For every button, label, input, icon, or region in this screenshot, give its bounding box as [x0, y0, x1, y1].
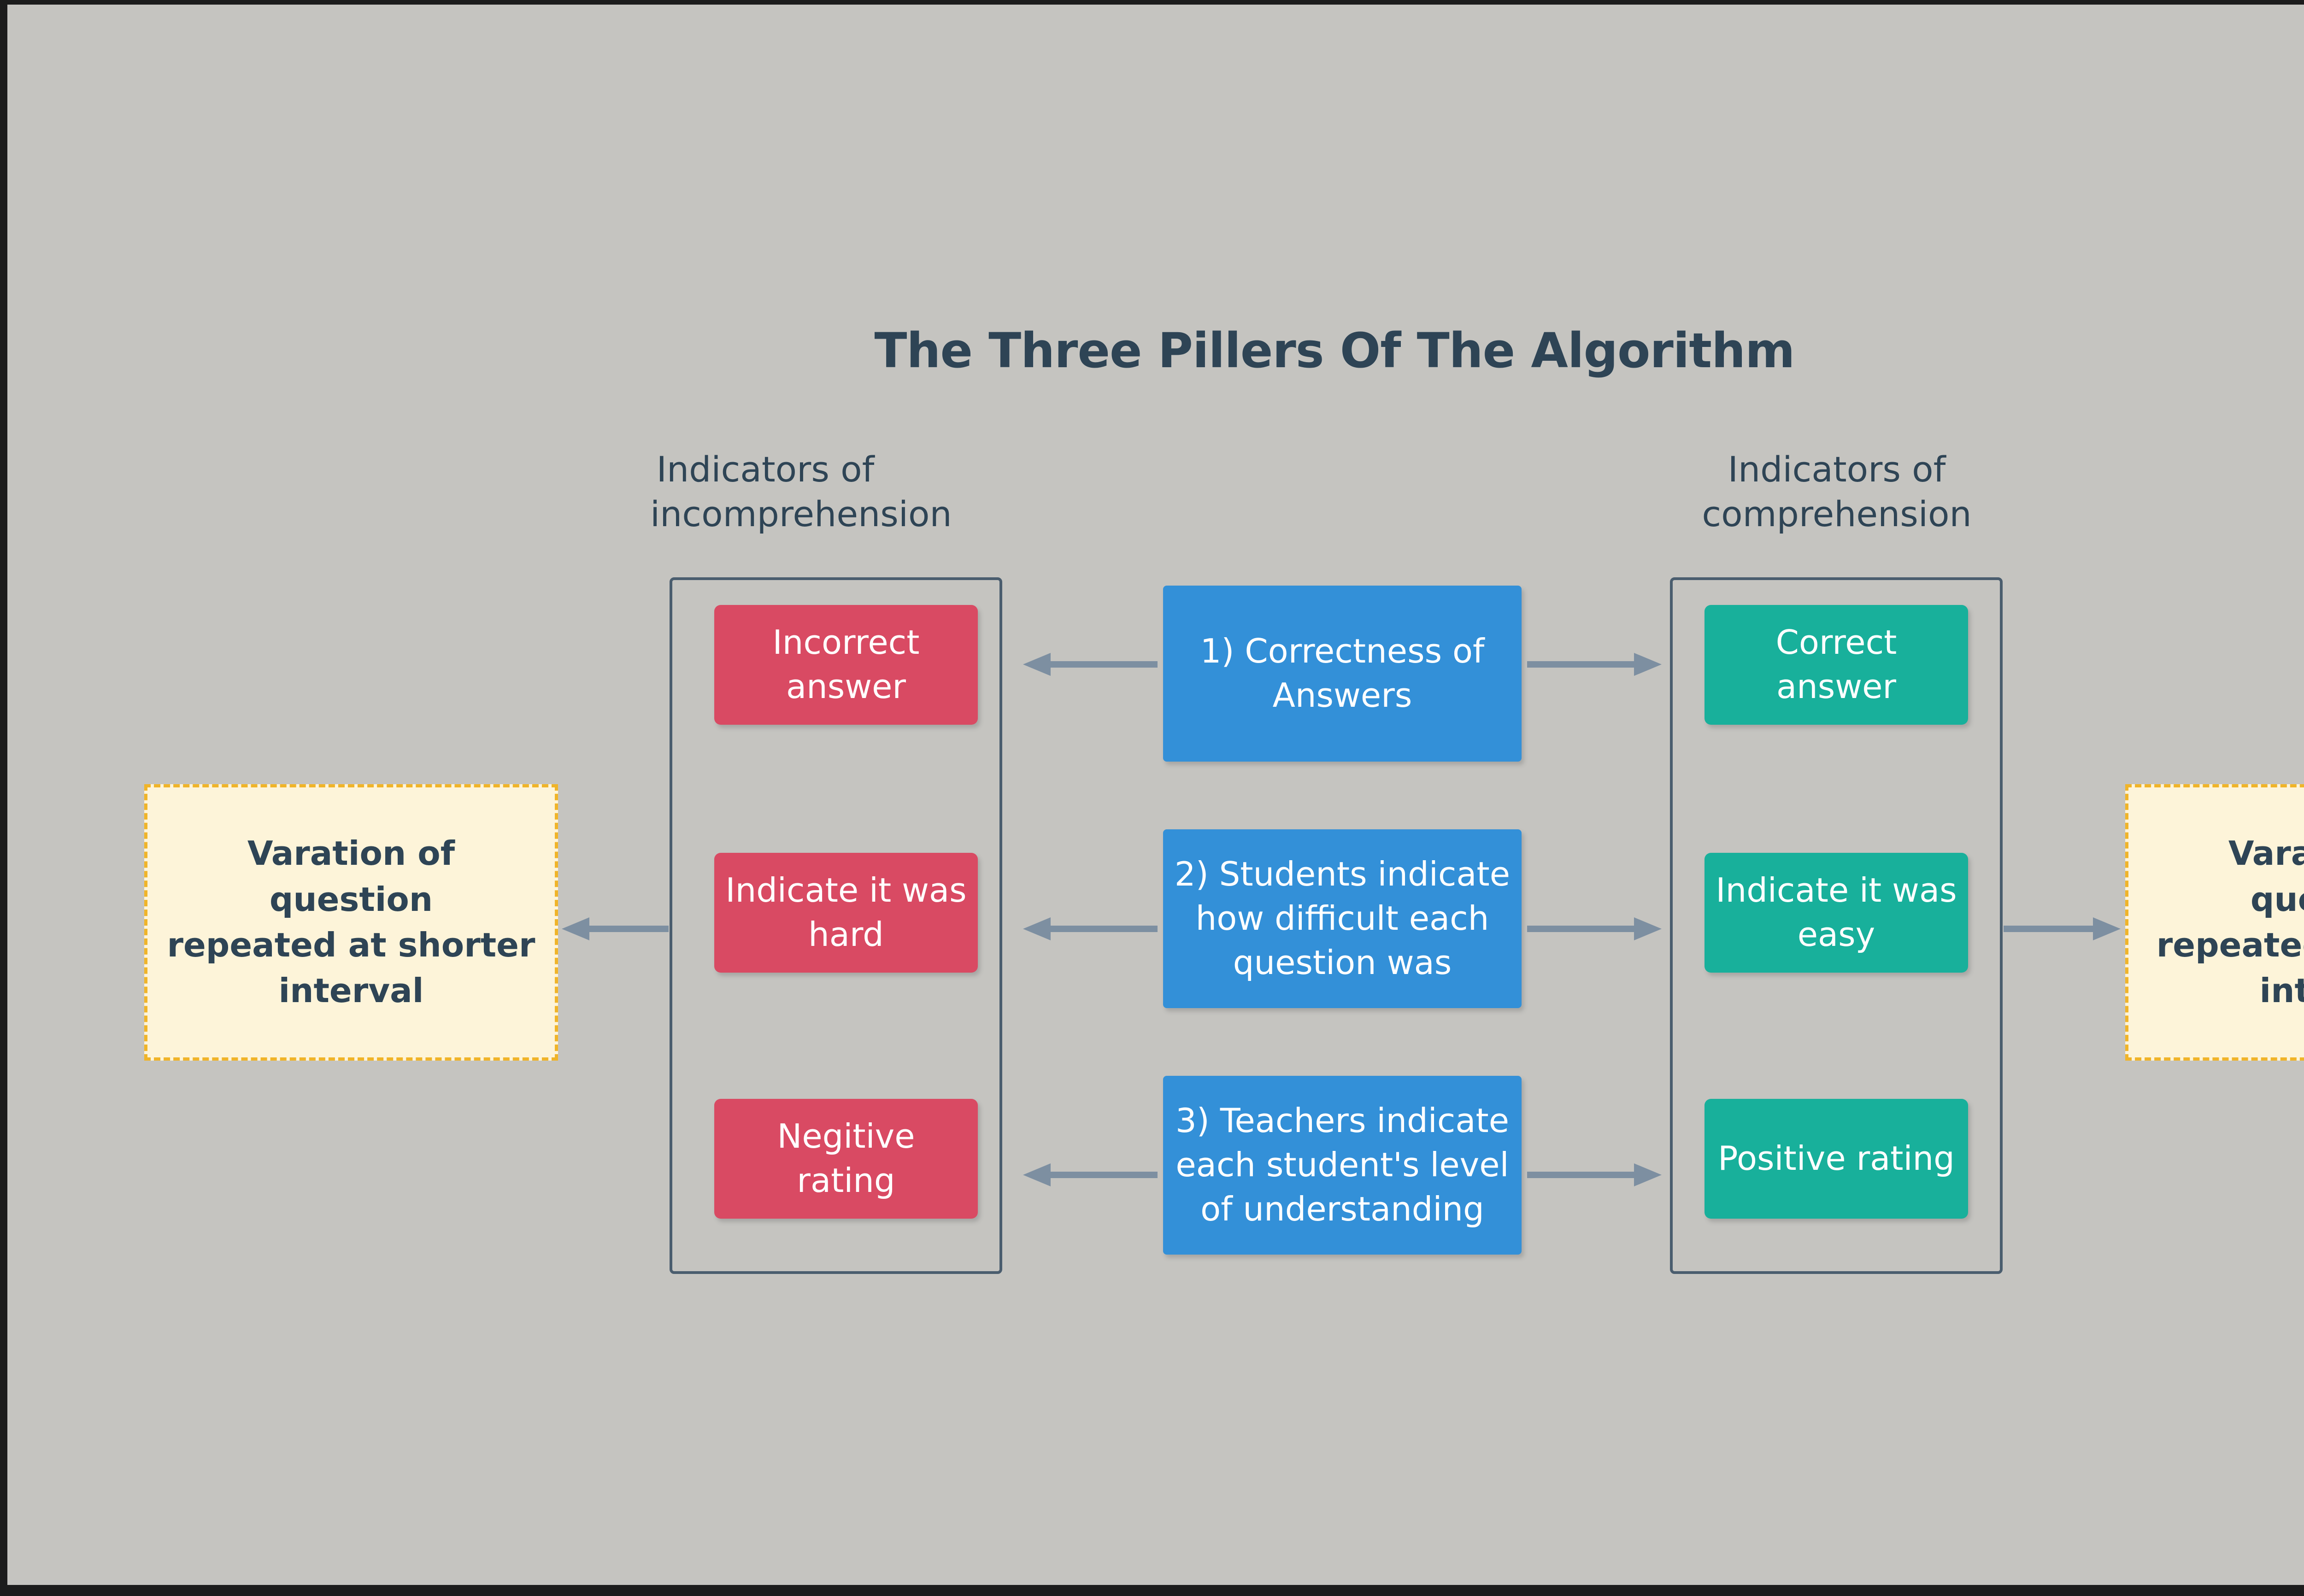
diagram-canvas: The Three Pillers Of The Algorithm Indic… [7, 5, 2304, 1585]
node-correct-answer[interactable]: Correct answer [1704, 605, 1968, 725]
node-indicate-it-was-easy[interactable]: Indicate it was easy [1704, 853, 1968, 973]
arrow-incomprehension-to-shorter-interval-icon [558, 908, 669, 950]
column-header-incomprehension-line1: Indicators of [656, 449, 875, 490]
outcome-shorter-interval[interactable]: Varation of question repeated at shorter… [144, 784, 558, 1061]
arrow-pillar-3-to-negative-rating-icon [1019, 1154, 1158, 1196]
column-header-incomprehension: Indicators of incomprehension [650, 447, 952, 537]
outcome-shorter-interval-line1: Varation of question [247, 834, 455, 919]
page-title: The Three Pillers Of The Algorithm [874, 323, 1795, 379]
arrow-pillar-3-to-positive-rating-icon [1527, 1154, 1665, 1196]
node-negative-rating[interactable]: Negitive rating [714, 1099, 978, 1219]
arrow-pillar-2-to-indicate-hard-icon [1019, 908, 1158, 950]
node-pillar-3-teachers-indicate-understanding[interactable]: 3) Teachers indicate each student's leve… [1163, 1076, 1522, 1255]
node-positive-rating[interactable]: Positive rating [1704, 1099, 1968, 1219]
node-pillar-2-line3: question was [1233, 943, 1452, 982]
node-pillar-3-line1: 3) Teachers indicate [1175, 1101, 1510, 1140]
arrow-pillar-1-to-correct-answer-icon [1527, 644, 1665, 685]
node-pillar-1-line2: Answers [1272, 676, 1412, 715]
node-pillar-2-line1: 2) Students indicate [1174, 855, 1511, 894]
column-header-comprehension: Indicators of comprehension [1652, 447, 2021, 537]
node-pillar-2-line2: how difficult each [1195, 899, 1489, 938]
group-comprehension [1670, 577, 2003, 1274]
node-indicate-it-was-easy-line2: easy [1797, 915, 1875, 954]
node-pillar-1-line1: 1) Correctness of [1200, 632, 1485, 671]
node-indicate-it-was-hard-line1: Indicate it was [725, 871, 967, 910]
outcome-shorter-interval-line2: repeated at shorter [167, 926, 535, 964]
arrow-pillar-1-to-incorrect-answer-icon [1019, 644, 1158, 685]
outcome-longer-interval[interactable]: Varation of question repeated at longer … [2125, 784, 2304, 1061]
node-indicate-it-was-hard-line2: hard [808, 915, 884, 954]
node-incorrect-answer-line2: answer [786, 667, 906, 706]
node-pillar-1-correctness-of-answers[interactable]: 1) Correctness of Answers [1163, 586, 1522, 762]
arrow-comprehension-to-longer-interval-icon [2004, 908, 2124, 950]
outcome-shorter-interval-line3: interval [278, 971, 424, 1010]
node-negative-rating-line1: Negitive [777, 1117, 915, 1156]
outcome-longer-interval-line1: Varation of question [2228, 834, 2304, 919]
node-indicate-it-was-easy-line1: Indicate it was [1716, 871, 1957, 910]
node-pillar-3-line3: of understanding [1200, 1189, 1484, 1228]
node-negative-rating-line2: rating [797, 1161, 895, 1200]
node-correct-answer-line1: Correct [1775, 623, 1897, 662]
outcome-longer-interval-line2: repeated at longer [2156, 926, 2304, 964]
node-pillar-3-line2: each student's level [1176, 1145, 1509, 1185]
column-header-comprehension-line2: comprehension [1702, 493, 1972, 535]
column-header-comprehension-line1: Indicators of [1728, 449, 1946, 490]
outcome-longer-interval-line3: interval [2259, 971, 2304, 1010]
group-incomprehension [670, 577, 1002, 1274]
node-incorrect-answer-line1: Incorrect [772, 623, 920, 662]
node-correct-answer-line2: answer [1776, 667, 1897, 706]
node-incorrect-answer[interactable]: Incorrect answer [714, 605, 978, 725]
column-header-incomprehension-line2: incomprehension [650, 493, 952, 535]
node-positive-rating-line1: Positive rating [1718, 1139, 1955, 1178]
node-indicate-it-was-hard[interactable]: Indicate it was hard [714, 853, 978, 973]
node-pillar-2-students-indicate-difficulty[interactable]: 2) Students indicate how difficult each … [1163, 829, 1522, 1008]
arrow-pillar-2-to-indicate-easy-icon [1527, 908, 1665, 950]
